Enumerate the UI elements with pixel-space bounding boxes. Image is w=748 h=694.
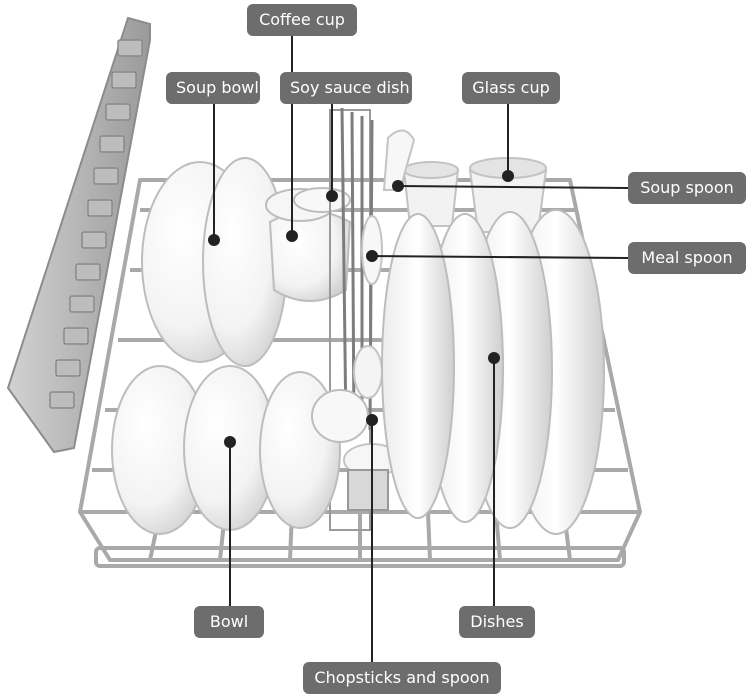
- soy-sauce-dish-label: Soy sauce dish: [280, 72, 412, 104]
- coffee-cup-label: Coffee cup: [247, 4, 357, 36]
- chopsticks-and-spoon-label: Chopsticks and spoon: [303, 662, 501, 694]
- meal-spoon-label: Meal spoon: [628, 242, 746, 274]
- bowl-dot: [224, 436, 236, 448]
- bowl-label: Bowl: [194, 606, 264, 638]
- dishes-dot: [488, 352, 500, 364]
- soy-sauce-dish-dot: [326, 190, 338, 202]
- coffee-cup-dot: [286, 230, 298, 242]
- chopsticks-and-spoon-dot: [366, 414, 378, 426]
- glass-cup-label: Glass cup: [462, 72, 560, 104]
- meal-spoon-dot: [366, 250, 378, 262]
- glass-cup-dot: [502, 170, 514, 182]
- dishes-label: Dishes: [459, 606, 535, 638]
- soup-bowl-dot: [208, 234, 220, 246]
- soup-spoon-label: Soup spoon: [628, 172, 746, 204]
- soup-bowl-label: Soup bowl: [166, 72, 260, 104]
- soup-spoon-dot: [392, 180, 404, 192]
